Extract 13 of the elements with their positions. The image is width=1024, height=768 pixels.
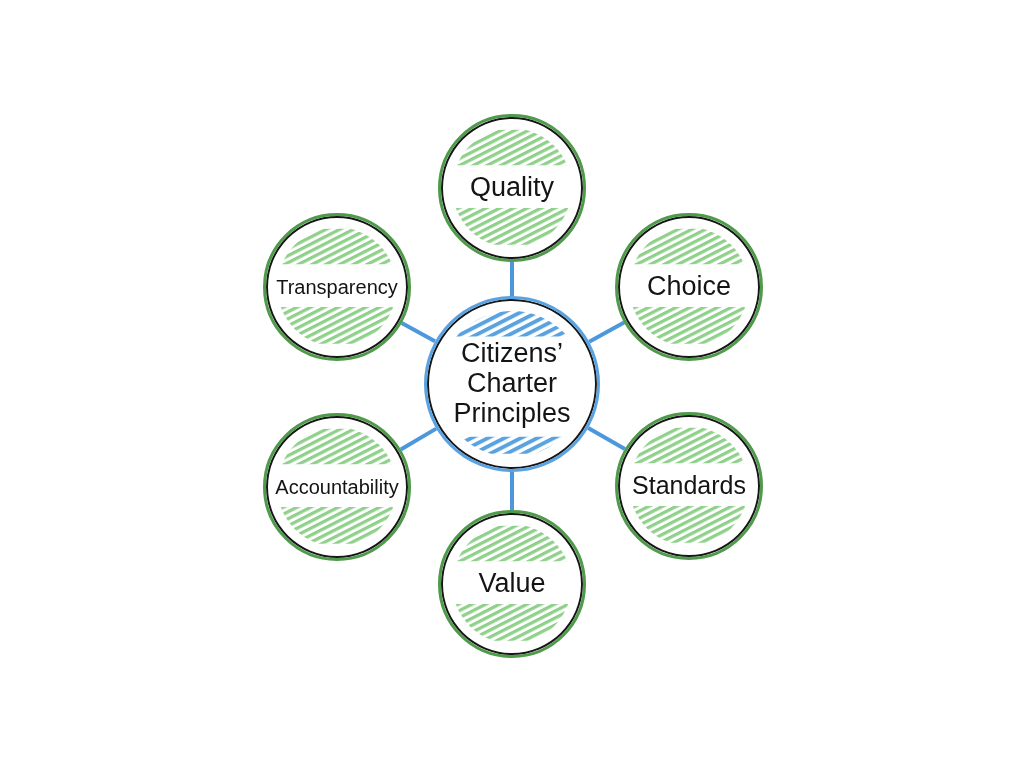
connector-line (399, 426, 438, 452)
node-label: Choice (646, 272, 731, 302)
node-label: Accountability (275, 476, 399, 498)
node-label: Quality (469, 173, 554, 203)
node-label: Transparency (276, 276, 398, 298)
connector-line (587, 426, 626, 451)
node-label: Citizens’ Charter Principles (452, 339, 572, 429)
connector-line (510, 262, 514, 296)
connector-line (510, 472, 514, 510)
connector-line (588, 320, 626, 344)
connector-line (400, 321, 436, 344)
node-label: Value (478, 569, 546, 599)
node-label: Standards (632, 472, 746, 500)
